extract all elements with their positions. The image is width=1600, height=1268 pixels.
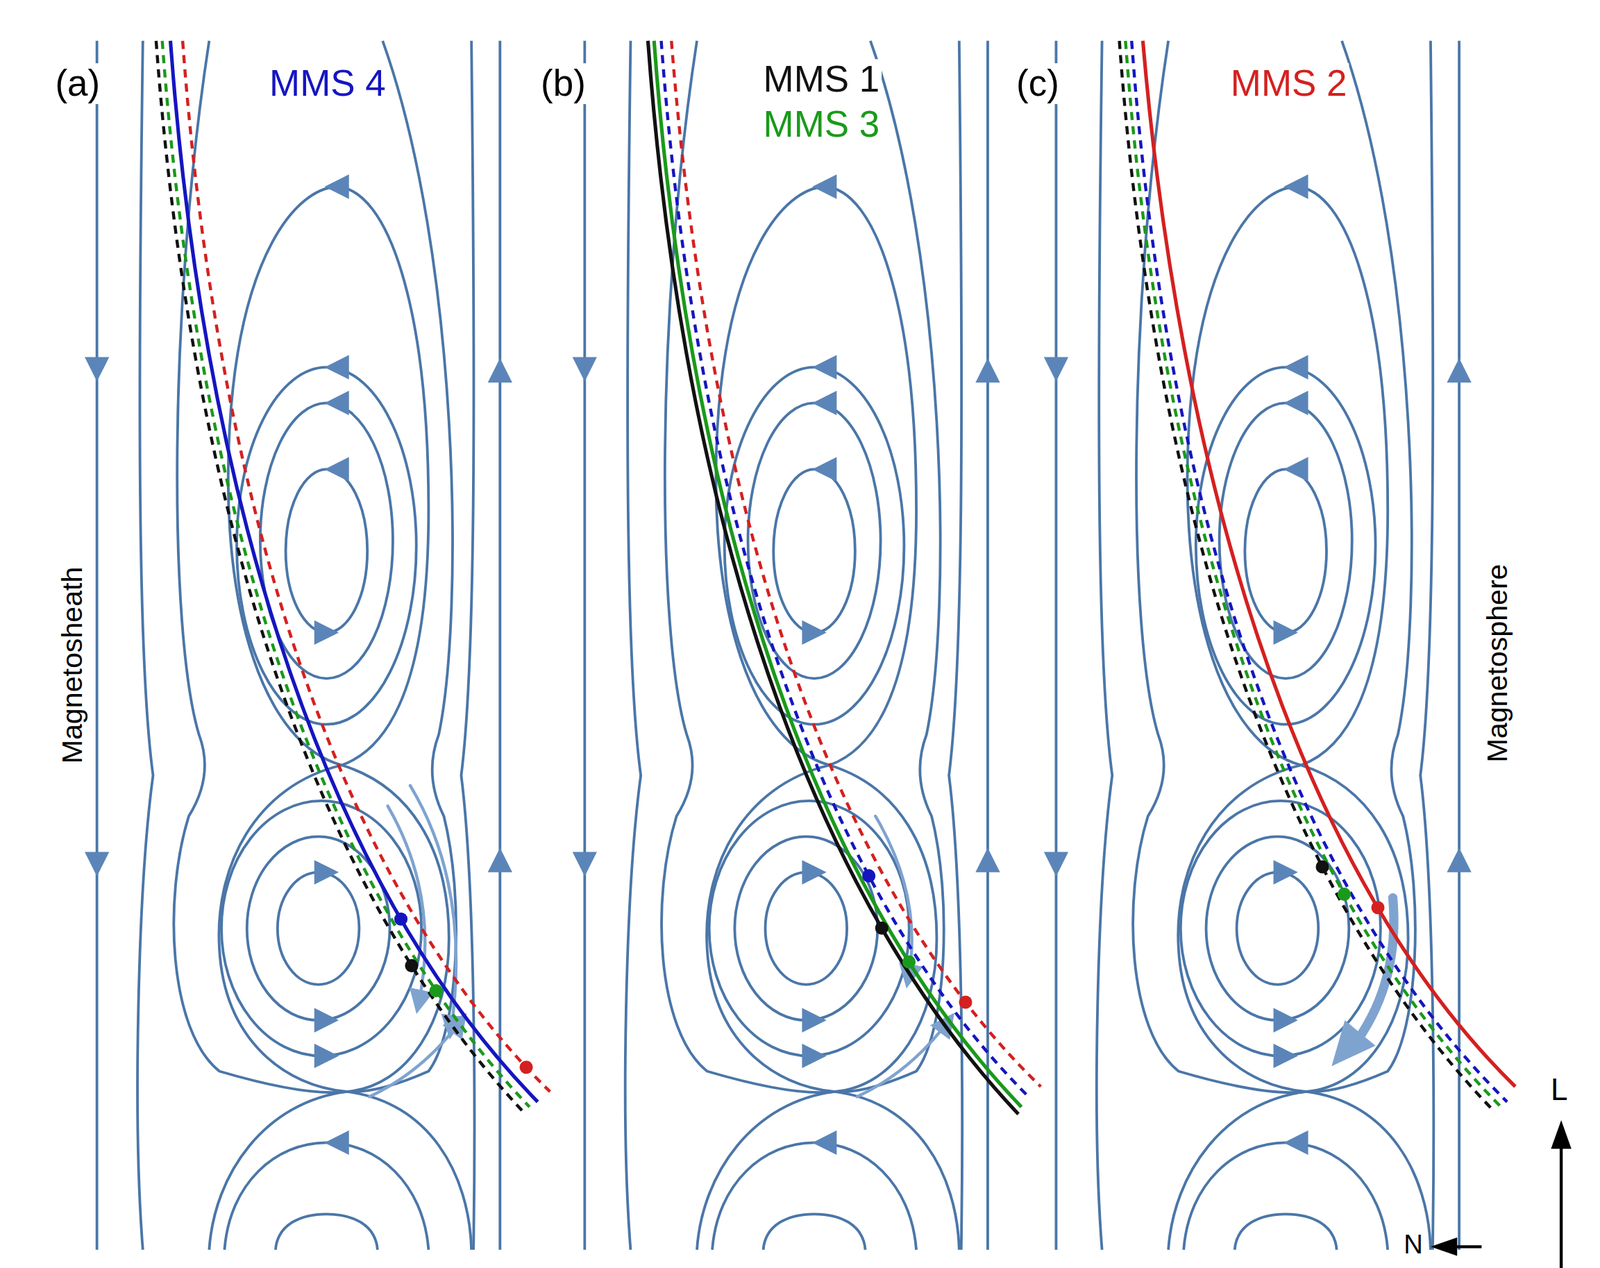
spacecraft-label: MMS 4 — [267, 63, 388, 104]
spacecraft-dot — [862, 869, 876, 883]
spacecraft-dot — [1316, 860, 1330, 874]
region-label: Magnetosphere — [1481, 562, 1514, 765]
spacecraft-dot — [958, 995, 972, 1009]
spacecraft-label: MMS 1 — [761, 59, 882, 100]
spacecraft-label: MMS 3 — [761, 104, 882, 145]
panel-letter: (a) — [52, 63, 103, 104]
spacecraft-dot — [902, 955, 916, 969]
axis-label: L — [1548, 1073, 1570, 1108]
spacecraft-dot — [429, 984, 443, 998]
spacecraft-dot — [404, 959, 418, 973]
spacecraft-dot — [1370, 900, 1385, 915]
spacecraft-label: MMS 2 — [1228, 63, 1349, 104]
panel-letter: (c) — [1014, 63, 1062, 104]
region-label: Magnetosheath — [57, 565, 89, 767]
spacecraft-dot — [394, 912, 408, 926]
spacecraft-dot — [1337, 887, 1351, 901]
axis-label: N — [1401, 1230, 1425, 1260]
panel-letter: (b) — [538, 63, 588, 104]
spacecraft-dot — [519, 1060, 533, 1074]
spacecraft-dot — [875, 921, 889, 936]
